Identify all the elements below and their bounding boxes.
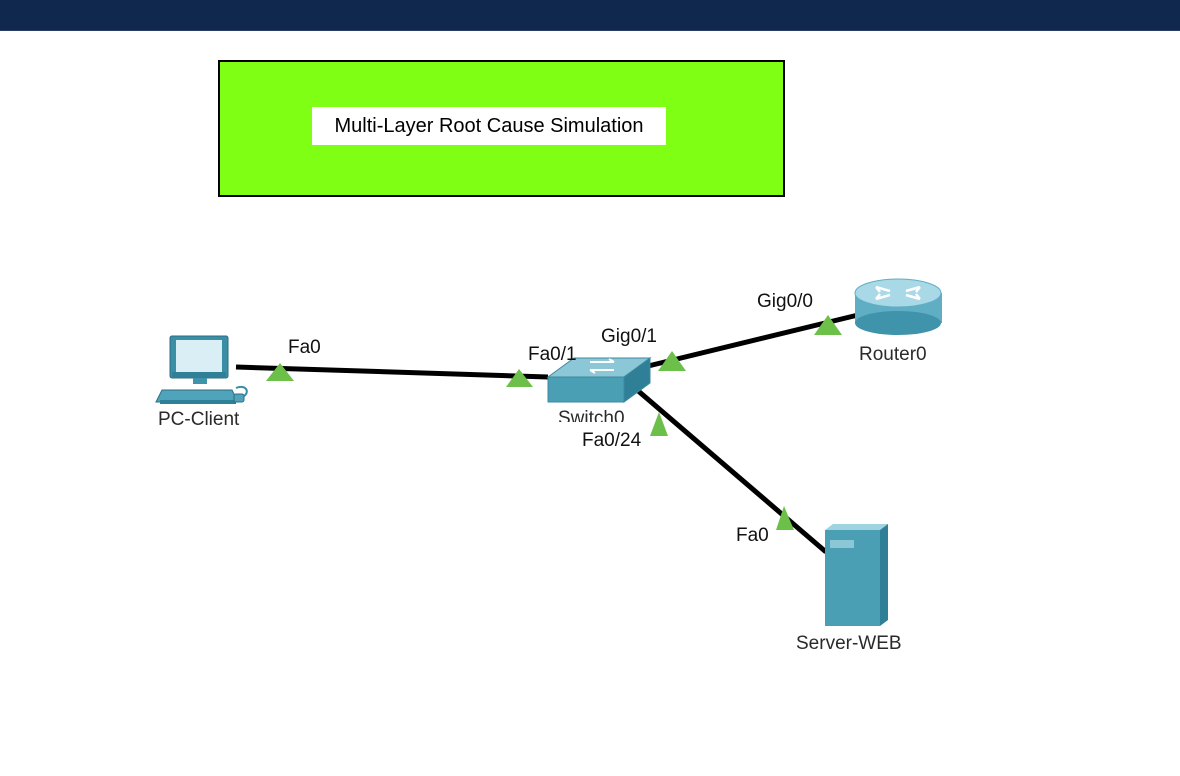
port-label-switch-fa0-1: Fa0/1 bbox=[528, 344, 577, 365]
device-label-switch0: Switch0 bbox=[558, 408, 625, 422]
device-label-router0: Router0 bbox=[859, 344, 927, 365]
port-label-switch-gig0-1: Gig0/1 bbox=[601, 326, 657, 347]
link-up-indicator-sw-gig0-1 bbox=[658, 351, 686, 371]
link-up-indicator-sw-fa0-24 bbox=[650, 412, 668, 436]
link-up-indicator-sw-fa0-1 bbox=[506, 369, 533, 387]
link-status-indicators bbox=[266, 315, 842, 530]
switch-icon[interactable] bbox=[546, 357, 652, 403]
pc-icon[interactable] bbox=[155, 335, 248, 404]
router-icon[interactable] bbox=[854, 278, 942, 335]
port-label-server-fa0: Fa0 bbox=[736, 525, 769, 546]
device-label-server-web: Server-WEB bbox=[796, 633, 902, 654]
device-label-pc-client: PC-Client bbox=[158, 409, 240, 430]
link-up-indicator-pc-fa0 bbox=[266, 363, 294, 381]
server-icon[interactable] bbox=[825, 524, 888, 626]
link-pc-switch[interactable] bbox=[235, 364, 549, 380]
note-label: Multi-Layer Root Cause Simulation bbox=[312, 107, 666, 145]
link-switch-server[interactable] bbox=[620, 375, 828, 554]
link-up-indicator-router-gig0-0 bbox=[814, 315, 842, 335]
port-label-pc-fa0: Fa0 bbox=[288, 337, 321, 358]
port-label-router-gig0-0: Gig0/0 bbox=[757, 291, 813, 312]
port-label-switch-fa0-24: Fa0/24 bbox=[582, 430, 642, 451]
link-up-indicator-server-fa0 bbox=[776, 506, 794, 530]
top-bar bbox=[0, 0, 1180, 31]
